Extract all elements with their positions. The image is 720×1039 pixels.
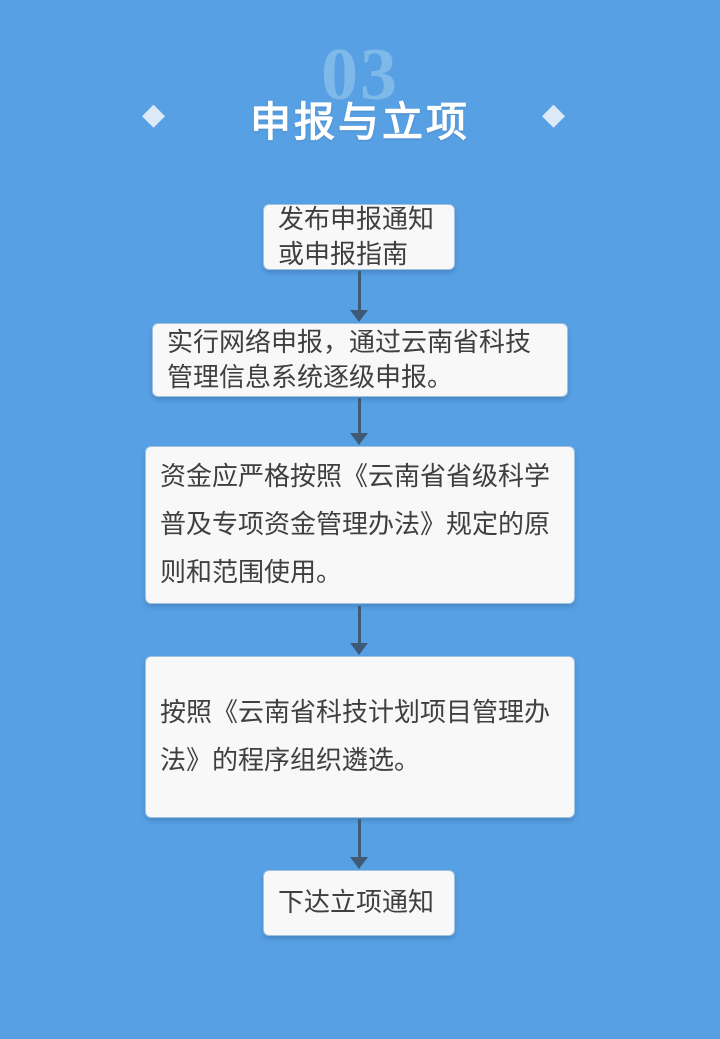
flow-step-4-box: 按照《云南省科技计划项目管理办法》的程序组织遴选。 xyxy=(145,656,575,818)
arrow-down-icon xyxy=(350,398,368,445)
arrow-head xyxy=(350,433,368,445)
arrow-head xyxy=(350,643,368,655)
arrow-down-icon xyxy=(350,606,368,655)
arrow-head xyxy=(350,857,368,869)
flow-step-1-box: 发布申报通知或申报指南 xyxy=(263,204,455,270)
arrow-down-icon xyxy=(350,819,368,869)
arrow-shaft xyxy=(357,398,361,433)
flow-step-3-text: 资金应严格按照《云南省省级科学普及专项资金管理办法》规定的原则和范围使用。 xyxy=(160,461,551,588)
flow-step-5-box: 下达立项通知 xyxy=(263,870,455,936)
left-diamond-icon: ◆ xyxy=(142,98,166,131)
arrow-shaft xyxy=(357,271,361,310)
page-title: 申报与立项 xyxy=(250,99,470,145)
right-diamond-icon: ◆ xyxy=(542,98,566,131)
flow-step-5-text: 下达立项通知 xyxy=(278,888,435,918)
flow-step-2-box: 实行网络申报，通过云南省科技管理信息系统逐级申报。 xyxy=(152,323,568,397)
step-number: 03 xyxy=(321,34,399,116)
arrow-shaft xyxy=(357,606,361,643)
flow-step-1-text: 发布申报通知或申报指南 xyxy=(278,204,435,269)
arrow-shaft xyxy=(357,819,361,857)
flow-step-2-text: 实行网络申报，通过云南省科技管理信息系统逐级申报。 xyxy=(167,327,532,392)
arrow-head xyxy=(350,310,368,322)
arrow-down-icon xyxy=(350,271,368,322)
flow-step-3-box: 资金应严格按照《云南省省级科学普及专项资金管理办法》规定的原则和范围使用。 xyxy=(145,446,575,604)
flow-step-4-text: 按照《云南省科技计划项目管理办法》的程序组织遴选。 xyxy=(160,697,551,775)
